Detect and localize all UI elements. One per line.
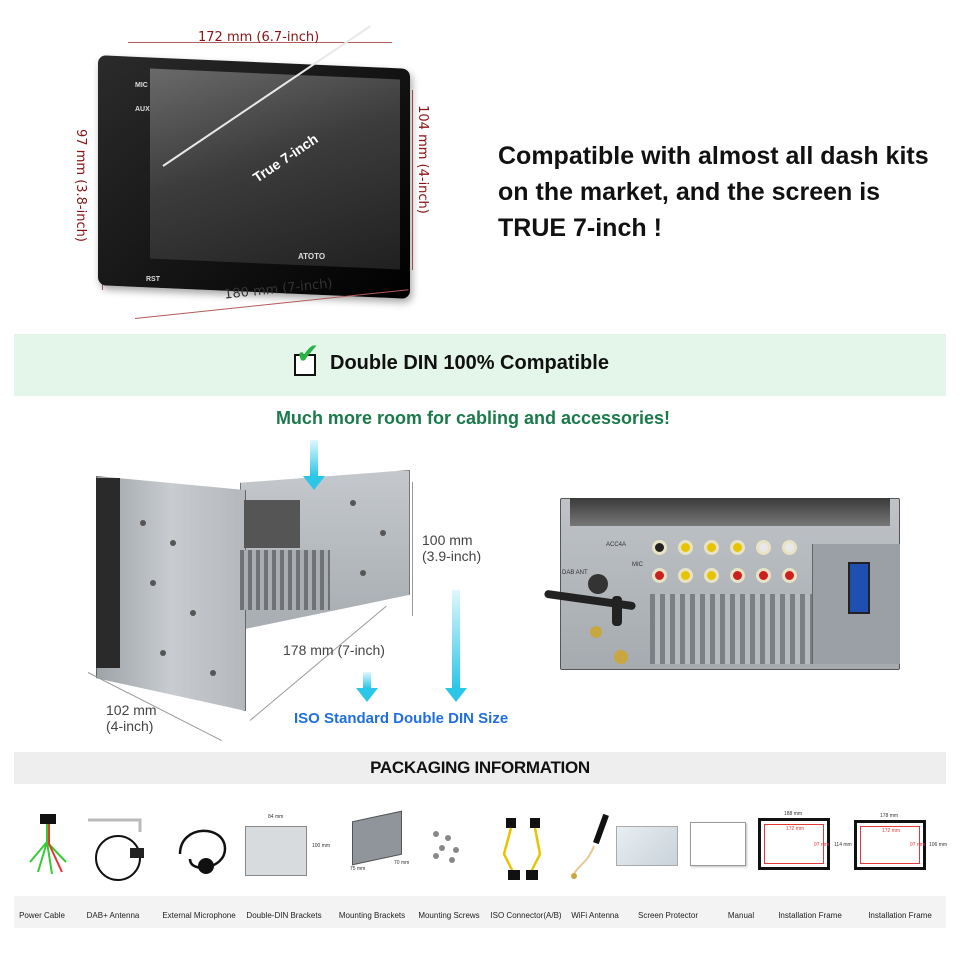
rca-jack [652,540,667,555]
pack-label-mounting-brackets: Mounting Brackets [338,911,406,920]
dim-height-left: 97 mm (3.8-inch) [72,129,88,242]
gold-connector [590,626,602,638]
mount-dim-height: 70 mm [394,860,410,866]
banner-title: Double DIN 100% Compatible [330,352,609,374]
screws-icon [433,831,459,863]
rca-jack [756,568,771,583]
rear-heatsink [650,594,825,664]
chassis-hole [210,670,216,676]
chassis-hole [170,540,176,546]
dim-line-right [412,90,413,270]
frame2-dim-inner-height: 97 mm [910,842,926,848]
packaging-labels-row [14,896,946,928]
frame1-dim-outer: 188 mm [784,811,803,817]
wifi-antenna-icon [571,813,609,879]
rca-jack [678,568,693,583]
pack-label-power-cable: Power Cable [19,911,65,920]
pack-label-manual: Manual [727,911,755,920]
chassis-dim-height: 100 mm (3.9-inch) [422,532,482,564]
chassis-hole [360,570,366,576]
power-cable-icon [29,814,67,875]
frame1-dim-height: 114 mm [834,842,852,848]
dim-line-chassis-height [412,482,413,616]
chassis-hole [140,520,146,526]
rear-iso-port [848,562,870,614]
checkbox-icon [294,354,316,376]
frame2-dim-inner: 172 mm [882,828,901,834]
frame2-dim-outer: 178 mm [880,813,899,819]
rca-jack [678,540,693,555]
rca-jack [652,568,667,583]
mic-label: MIC [135,82,148,89]
iso-standard-label: ISO Standard Double DIN Size [294,710,509,727]
frame1-dim-inner: 172 mm [786,826,805,832]
chassis-front-edge [96,478,120,668]
iso-connector-icon [502,818,542,880]
dab-antenna-icon [88,818,144,881]
gold-connector [614,650,628,664]
chassis-dim-depth: 178 mm (7-inch) [283,642,385,658]
pack-label-dab-antenna: DAB+ Antenna [86,911,140,920]
compatibility-text: Compatible with almost all dash kits on … [498,142,929,242]
packaging-banner [14,752,946,784]
mounting-bracket-icon [352,810,402,866]
dim-line-top [128,42,392,43]
installation-frame-icon [758,818,830,870]
chassis-hole [160,650,166,656]
rst-label: RST [146,276,160,283]
rca-jack [730,568,745,583]
rear-label-mic: MIC [632,562,643,568]
rca-jack [782,568,797,583]
mount-dim-width: 75 mm [350,866,366,872]
manual-icon [690,822,746,866]
screen-protector-icon [616,826,678,866]
pack-label-installation-frame-1: Installation Frame [778,911,842,920]
rear-label-acc: ACC4A [606,542,627,548]
rca-jack [704,568,719,583]
pack-label-mounting-screws: Mounting Screws [418,911,480,920]
dim-height-right: 104 mm (4-inch) [414,105,430,214]
check-icon: ✔ [296,338,320,369]
rca-jack [704,540,719,555]
pack-label-iso-connector: ISO Connector(A/B) [490,911,562,920]
room-text: Much more room for cabling and accessori… [275,408,671,428]
rear-cable [612,596,622,626]
pack-label-microphone: External Microphone [162,911,236,920]
chassis-heatsink [240,550,330,610]
chassis-rca-block [244,500,300,548]
chassis-hole [350,500,356,506]
installation-frame-inner [860,826,920,864]
chassis-hole [190,610,196,616]
microphone-icon [178,829,227,874]
compat-banner [14,334,946,396]
double-din-bracket-icon [245,826,307,876]
pack-label-double-din-brackets: Double-DIN Brackets [246,911,322,920]
rca-jack [782,540,797,555]
antenna-port [588,574,608,594]
bracket-dim-width: 84 mm [268,814,284,820]
pack-label-installation-frame-2: Installation Frame [868,911,932,920]
chassis-hole [150,580,156,586]
installation-frame-icon [854,820,926,870]
dim-width-top: 172 mm (6.7-inch) [198,30,320,45]
frame1-dim-inner-height: 97 mm [814,842,830,848]
pack-label-screen-protector: Screen Protector [637,911,699,920]
frame2-dim-height: 106 mm [929,842,948,848]
packaging-title: PACKAGING INFORMATION [370,758,590,777]
rear-label-ant: DAB ANT [562,570,588,576]
aux-label: AUX [135,106,150,113]
brand-logo: ATOTO [298,252,326,261]
bracket-dim-height: 100 mm [312,843,331,849]
chassis-hole [380,530,386,536]
chassis-dim-width: 102 mm (4-inch) [106,702,157,734]
rca-jack [730,540,745,555]
pack-label-wifi-antenna: WiFi Antenna [571,911,619,920]
installation-frame-inner [764,824,824,864]
rca-jack [756,540,771,555]
rear-panel-top [570,498,890,526]
